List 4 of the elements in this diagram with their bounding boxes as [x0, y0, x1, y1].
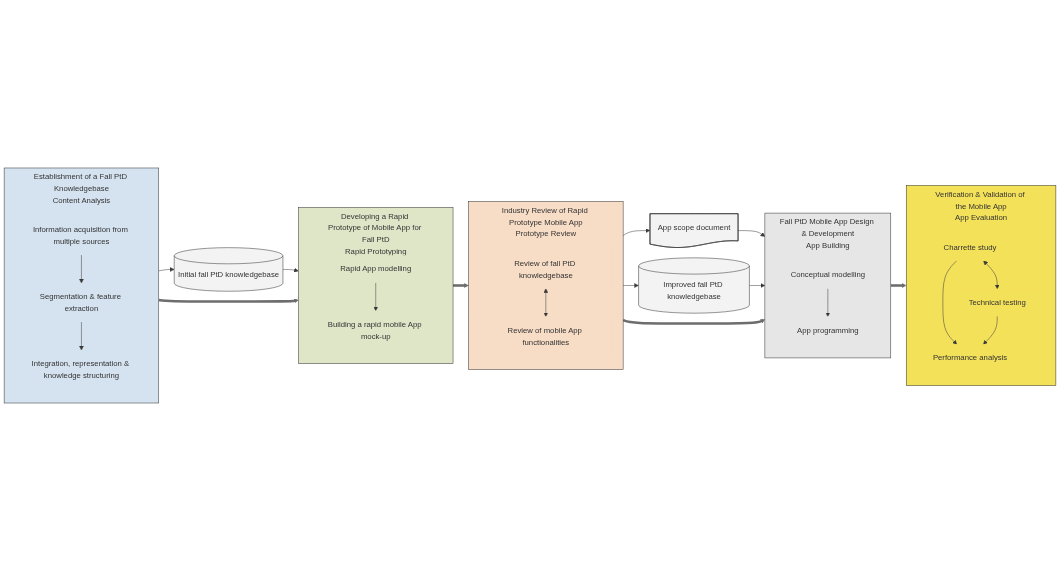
- arrow: [622, 318, 766, 325]
- arrow: [453, 283, 469, 288]
- arrow: [890, 283, 907, 288]
- arrow: [158, 298, 299, 304]
